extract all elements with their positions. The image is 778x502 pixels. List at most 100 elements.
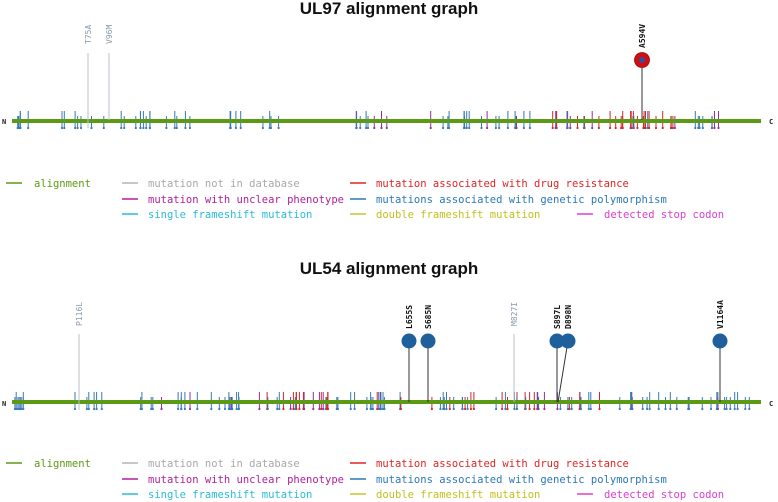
mutation-tick-dot (524, 407, 527, 411)
mutation-tick-dot (175, 126, 178, 130)
mutation-tick-dot (183, 407, 186, 411)
mutation-tick-dot (472, 407, 475, 411)
mutation-tick-dot (631, 126, 635, 130)
mutation-tick-dot (554, 126, 557, 130)
ul54-s897l-label: S897L (553, 305, 562, 329)
ul54-v1164a-label: V1164A (716, 300, 725, 329)
mutation-tick-dot (442, 126, 445, 130)
svg-text:mutation with unclear phenotyp: mutation with unclear phenotype (148, 194, 344, 206)
mutation-tick-dot (480, 126, 483, 130)
mutation-tick-dot (670, 126, 673, 130)
mutation-tick-dot (20, 407, 23, 411)
svg-text:detected stop codon: detected stop codon (604, 209, 724, 221)
mutation-tick-dot (701, 126, 704, 130)
mutation-tick-dot (27, 126, 30, 130)
mutation-tick-dot (151, 407, 154, 411)
mutation-tick-dot (381, 407, 385, 411)
mutation-tick-dot (445, 407, 448, 411)
mutation-tick-dot (326, 407, 330, 411)
legend-item-alignment: alignment (6, 458, 91, 470)
mutation-tick-dot (239, 126, 242, 130)
svg-text:mutations associated with gene: mutations associated with genetic polymo… (376, 474, 667, 486)
mutation-tick-dot (715, 407, 718, 411)
mutation-tick-dot (235, 407, 238, 411)
mutation-tick-dot (22, 407, 25, 411)
mutation-tick-dot (446, 126, 449, 130)
mutation-tick-dot (231, 407, 234, 411)
ul97-alignment-bar (12, 119, 761, 123)
legend-item-unclear-phenotype: mutation with unclear phenotype (122, 194, 344, 206)
mutation-tick-dot (365, 407, 368, 411)
legend-item-stop-codon: detected stop codon (577, 489, 724, 501)
ul54-c-label: C (769, 400, 773, 408)
mutation-tick-dot (142, 126, 145, 130)
mutation-tick-dot (522, 126, 526, 130)
mutation-tick-dot (188, 407, 192, 411)
mutation-tick-dot (439, 407, 442, 411)
mutation-tick-dot (648, 407, 651, 411)
legend-item-double-frameshift: double frameshift mutation (350, 209, 540, 221)
svg-text:single frameshift mutation: single frameshift mutation (148, 489, 312, 501)
mutation-tick-dot (258, 407, 261, 411)
ul54-s685n-label: S685N (424, 305, 433, 329)
ul54-l655s-label: L655S (405, 305, 414, 329)
legend-item-alignment: alignment (6, 178, 91, 190)
mutation-tick-dot (366, 126, 370, 130)
mutation-tick-dot (234, 126, 237, 130)
mutation-tick-dot (289, 407, 292, 411)
svg-text:alignment: alignment (34, 458, 91, 470)
mutation-tick-dot (17, 126, 20, 130)
mutation-tick-dot (733, 407, 736, 411)
mutation-tick-dot (569, 126, 572, 130)
legend-item-drug-resistance: mutation associated with drug resistance (350, 178, 629, 190)
legend-item-single-frameshift: single frameshift mutation (122, 489, 312, 501)
legend-item-not-in-database: mutation not in database (122, 178, 300, 190)
mutation-tick-dot (725, 407, 728, 411)
ul97-t75a-label: T75A (84, 25, 93, 44)
mutation-tick-dot (93, 407, 96, 411)
mutation-tick-dot (79, 126, 83, 130)
mutation-tick-dot (452, 407, 455, 411)
mutation-tick-dot (19, 126, 22, 130)
ul54-legend: alignment mutation not in database mutat… (6, 458, 724, 501)
mutation-tick-dot (268, 126, 271, 130)
mutation-tick-dot (277, 126, 280, 130)
mutation-tick-dot (188, 126, 191, 130)
mutation-tick-dot (430, 407, 433, 411)
mutation-tick-dot (486, 126, 489, 130)
mutation-tick-dot (671, 126, 675, 130)
mutation-tick-dot (657, 407, 660, 411)
mutation-tick-dot (376, 407, 379, 411)
mutation-tick-dot (464, 407, 467, 411)
mutation-tick-dot (729, 407, 732, 411)
mutation-tick-dot (501, 407, 504, 411)
mutation-tick-dot (227, 407, 230, 411)
mutation-tick-dot (73, 407, 77, 411)
mutation-tick-dot (150, 407, 153, 411)
mutation-tick-dot (177, 407, 180, 411)
mutation-tick-dot (641, 407, 644, 411)
ul97-n-label: N (2, 118, 6, 126)
mutation-tick-dot (748, 407, 751, 411)
mutation-tick-dot (266, 407, 269, 411)
ul97-panel: UL97 alignment graph N C T75A V96M A594V (2, 0, 773, 130)
mutation-tick-dot (648, 126, 651, 130)
mutation-tick-dot (598, 407, 601, 411)
svg-text:double frameshift mutation: double frameshift mutation (376, 489, 540, 501)
ul54-v1164a-marker (712, 333, 728, 349)
mutation-tick-dot (669, 407, 672, 411)
mutation-tick-dot (568, 407, 571, 411)
mutation-tick-dot (322, 407, 325, 411)
ul54-panel: UL54 alignment graph N C P116L L655S S68… (2, 259, 773, 411)
mutation-tick-dot (349, 407, 352, 411)
ul54-l655s-marker (401, 333, 417, 349)
mutation-tick-dot (744, 407, 747, 411)
mutation-tick-dot (134, 126, 137, 130)
mutation-tick-dot (294, 407, 297, 411)
mutation-tick-dot (609, 126, 612, 130)
mutation-tick-dot (165, 126, 168, 130)
mutation-tick-dot (223, 407, 227, 411)
mutation-tick-dot (145, 126, 148, 130)
mutation-tick-dot (466, 407, 469, 411)
mutation-tick-dot (582, 126, 586, 130)
